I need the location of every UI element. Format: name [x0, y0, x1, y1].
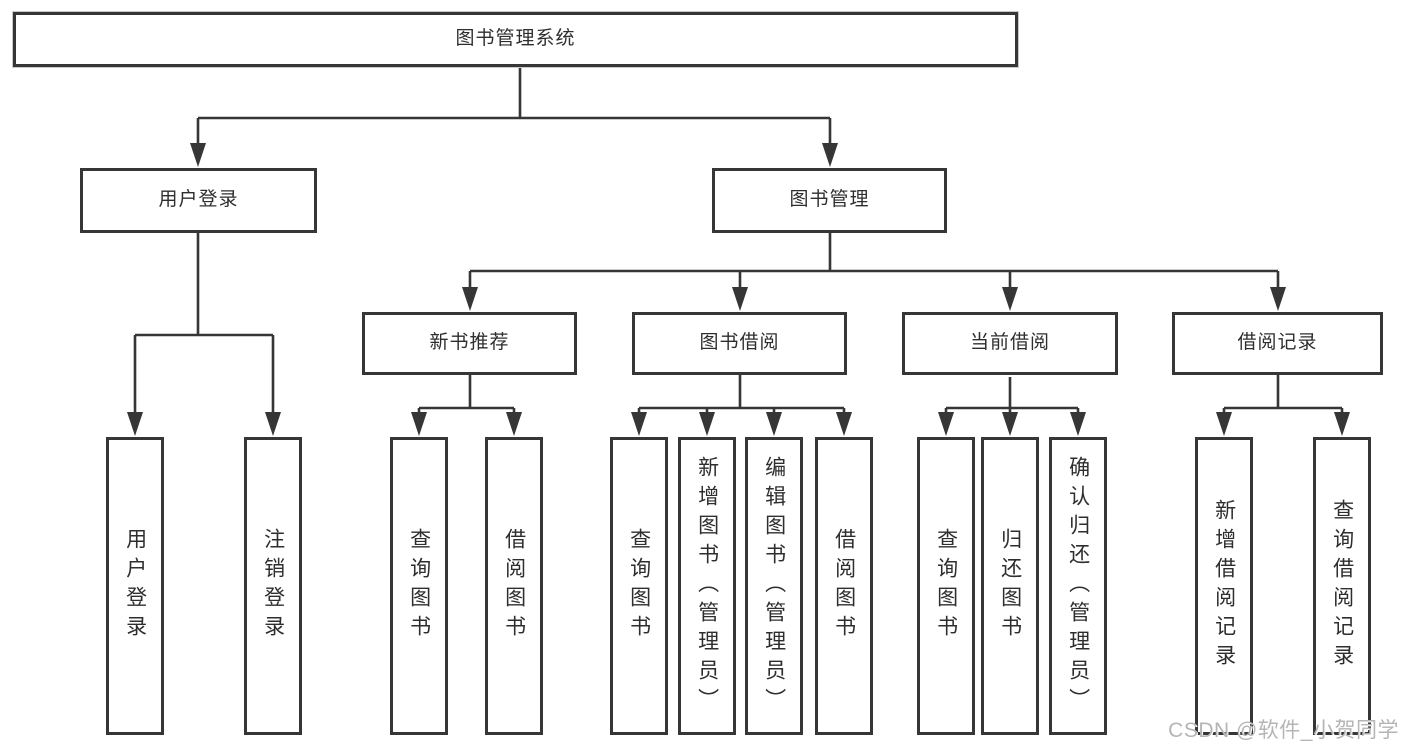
node-current-borrowing: 当前借阅 [902, 312, 1118, 375]
node-new-borrow-record: 新增借阅记录 [1195, 437, 1253, 735]
node-borrow-books-recommend: 借阅图书 [485, 437, 543, 735]
node-query-books-borrowing: 查询图书 [610, 437, 668, 735]
node-return-books: 归还图书 [981, 437, 1039, 735]
node-user-login-branch: 用户登录 [80, 168, 317, 233]
node-library-management-system: 图书管理系统 [13, 12, 1018, 67]
node-logout-login: 注销登录 [244, 437, 302, 735]
node-book-borrowing: 图书借阅 [632, 312, 847, 375]
node-add-book-admin: 新增图书（管理员） [678, 437, 736, 735]
node-book-management-branch: 图书管理 [712, 168, 947, 233]
node-new-book-recommendation: 新书推荐 [362, 312, 577, 375]
node-query-books-current: 查询图书 [917, 437, 975, 735]
node-borrowing-records: 借阅记录 [1172, 312, 1383, 375]
node-query-borrow-record: 查询借阅记录 [1313, 437, 1371, 735]
node-edit-book-admin: 编辑图书（管理员） [745, 437, 803, 735]
arrowheads [127, 143, 1350, 436]
watermark-text: CSDN @软件_小贺同学 [1168, 719, 1399, 742]
node-confirm-return-admin: 确认归还（管理员） [1049, 437, 1107, 735]
node-borrow-books-borrowing: 借阅图书 [815, 437, 873, 735]
node-query-books-recommend: 查询图书 [390, 437, 448, 735]
node-user-login: 用户登录 [106, 437, 164, 735]
